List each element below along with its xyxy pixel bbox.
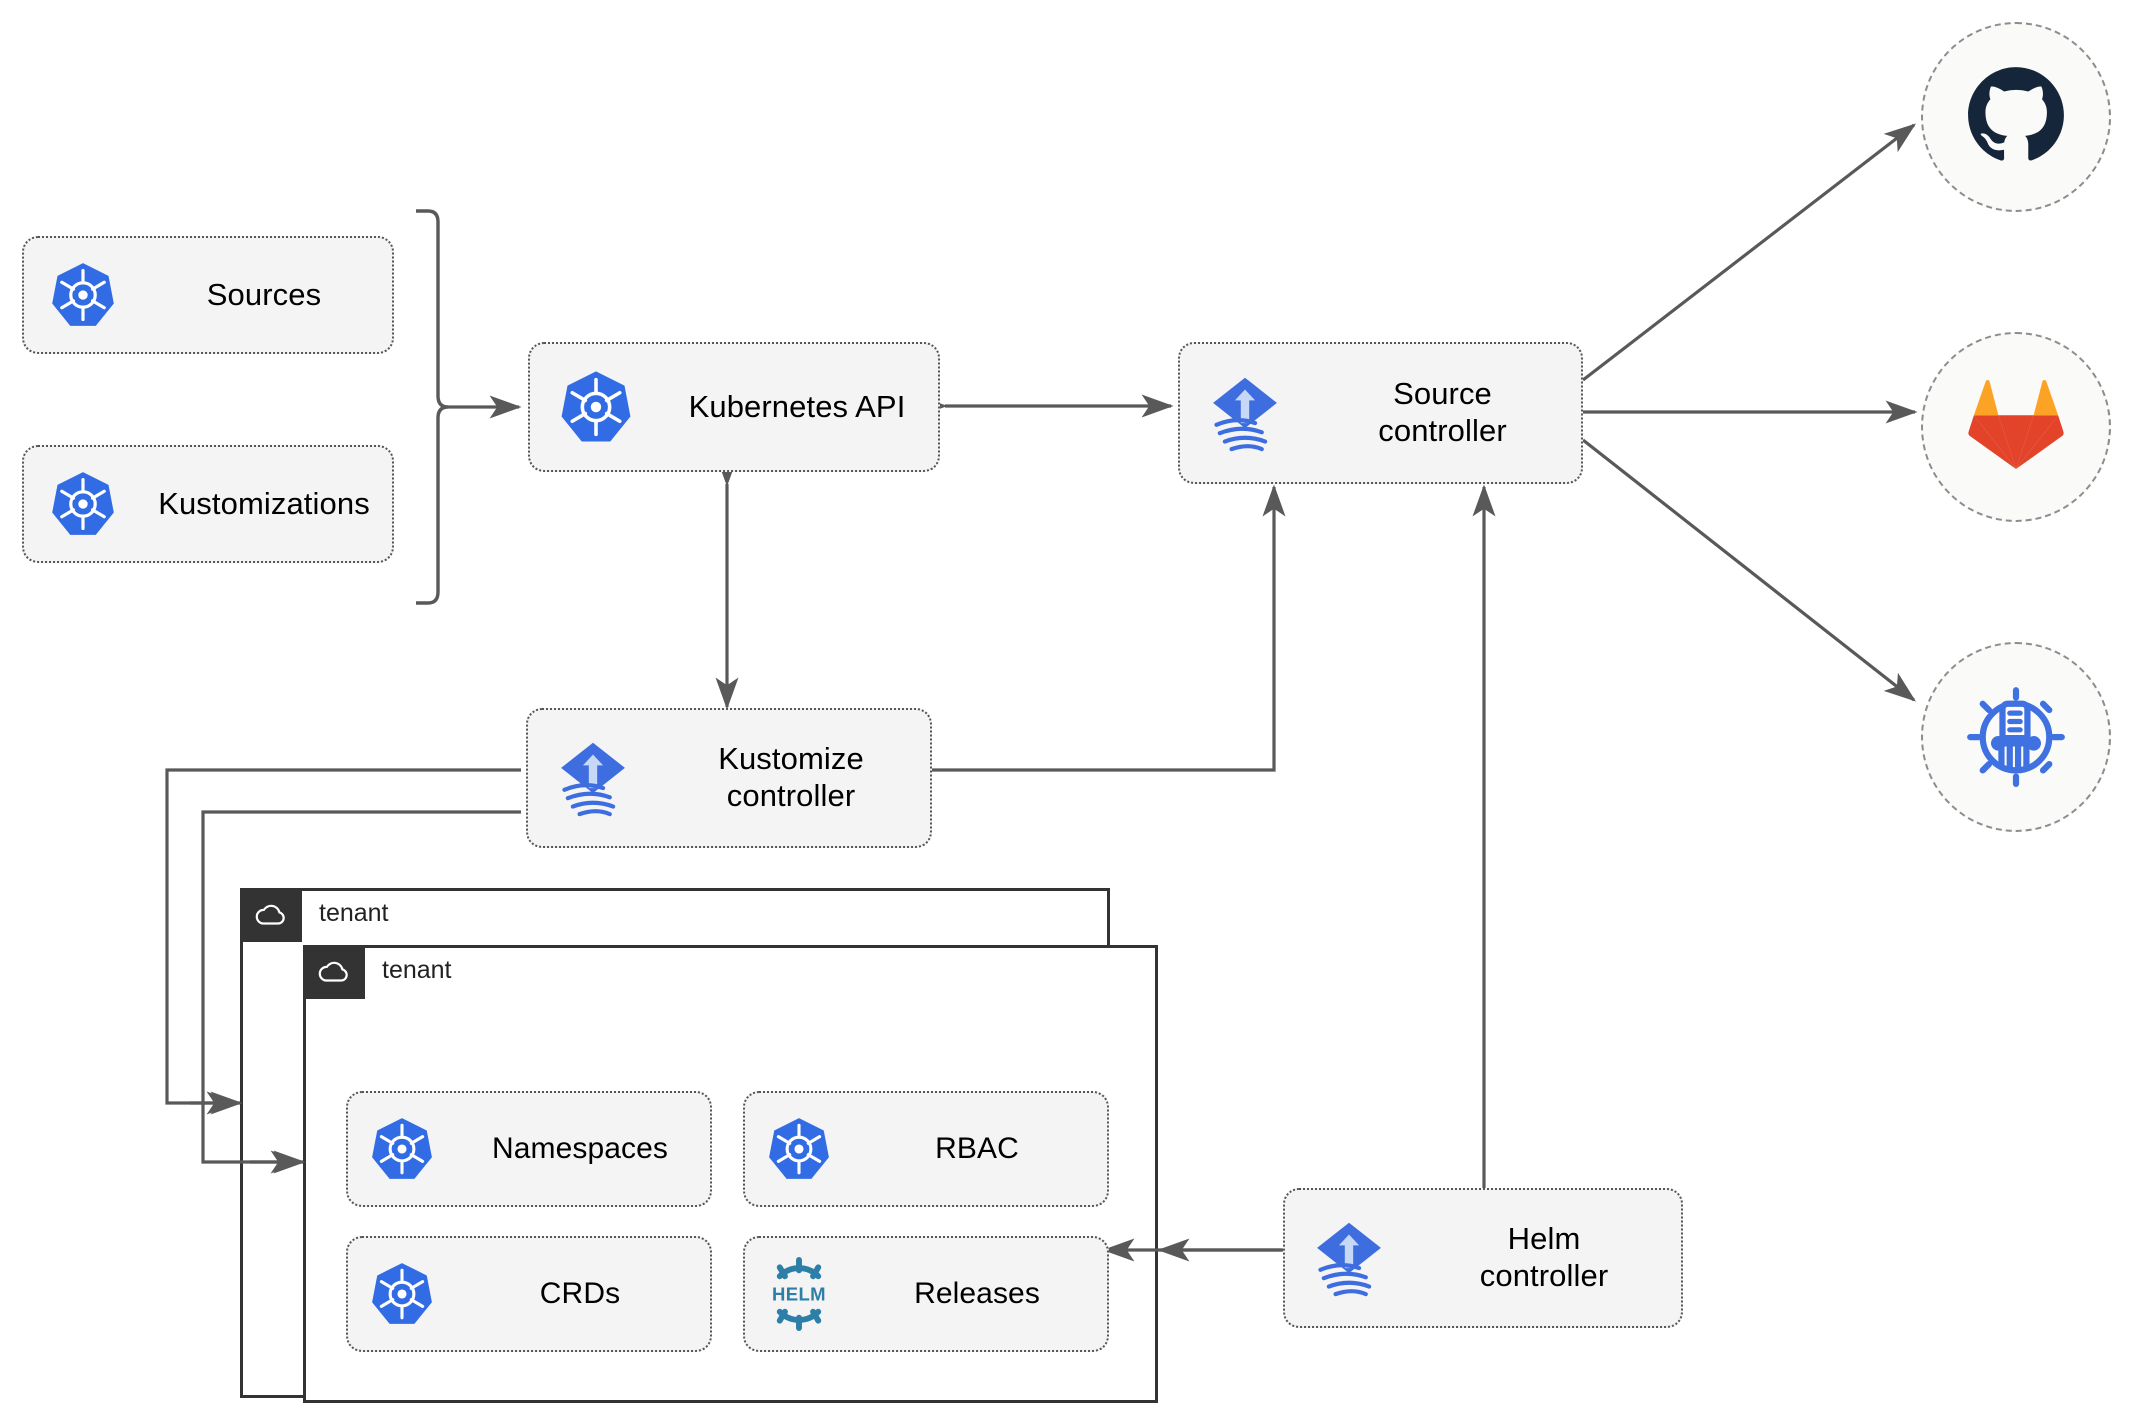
- cloud-icon: [240, 888, 302, 942]
- gitlab-icon: [1967, 379, 2065, 476]
- provider-github[interactable]: [1921, 22, 2111, 212]
- tenant-resource-rbac[interactable]: RBAC: [743, 1091, 1109, 1207]
- bucket-icon: [1964, 683, 2068, 792]
- kustomize-controller-node[interactable]: Kustomize controller: [526, 708, 932, 848]
- resource-label: Kustomizations: [158, 485, 370, 521]
- helm-controller-node[interactable]: Helm controller: [1283, 1188, 1683, 1328]
- tenant-resource-label: RBAC: [935, 1132, 1019, 1166]
- flux-icon: [1180, 371, 1310, 455]
- cloud-icon: [303, 945, 365, 999]
- flux-icon: [1285, 1216, 1413, 1300]
- provider-gitlab[interactable]: [1921, 332, 2111, 522]
- tenant-resource-namespaces[interactable]: Namespaces: [346, 1091, 712, 1207]
- kustomize-controller-label: Kustomize controller: [718, 741, 864, 813]
- github-icon: [1966, 65, 2066, 170]
- tenant-title: tenant: [319, 899, 389, 927]
- svg-text:HELM: HELM: [772, 1284, 826, 1305]
- provider-bucket[interactable]: [1921, 642, 2111, 832]
- kubernetes-icon: [530, 369, 662, 445]
- resource-card-kustomizations[interactable]: Kustomizations: [22, 445, 394, 563]
- resource-card-sources[interactable]: Sources: [22, 236, 394, 354]
- helm-controller-label: Helm controller: [1479, 1221, 1609, 1293]
- kubernetes-icon: [745, 1116, 853, 1182]
- tenant-title: tenant: [382, 956, 452, 984]
- helm-icon: HELM: [745, 1257, 853, 1331]
- kubernetes-api-node[interactable]: Kubernetes API: [528, 342, 940, 472]
- kubernetes-icon: [24, 470, 142, 538]
- tenant-resource-releases[interactable]: HELM Releases: [743, 1236, 1109, 1352]
- tenant-resource-label: Releases: [914, 1277, 1040, 1311]
- source-controller-label: Source controller: [1378, 376, 1507, 448]
- tenant-resource-label: CRDs: [539, 1277, 621, 1311]
- tenant-resource-label: Namespaces: [491, 1132, 669, 1166]
- kubernetes-icon: [348, 1261, 456, 1327]
- kubernetes-icon: [348, 1116, 456, 1182]
- resource-label: Sources: [206, 276, 322, 312]
- tenant-cluster-2[interactable]: tenant Namespaces: [303, 945, 1158, 1403]
- flux-icon: [528, 736, 658, 820]
- tenant-resource-crds[interactable]: CRDs: [346, 1236, 712, 1352]
- kubernetes-api-label: Kubernetes API: [688, 388, 906, 424]
- source-controller-node[interactable]: Source controller: [1178, 342, 1583, 484]
- kubernetes-icon: [24, 261, 142, 329]
